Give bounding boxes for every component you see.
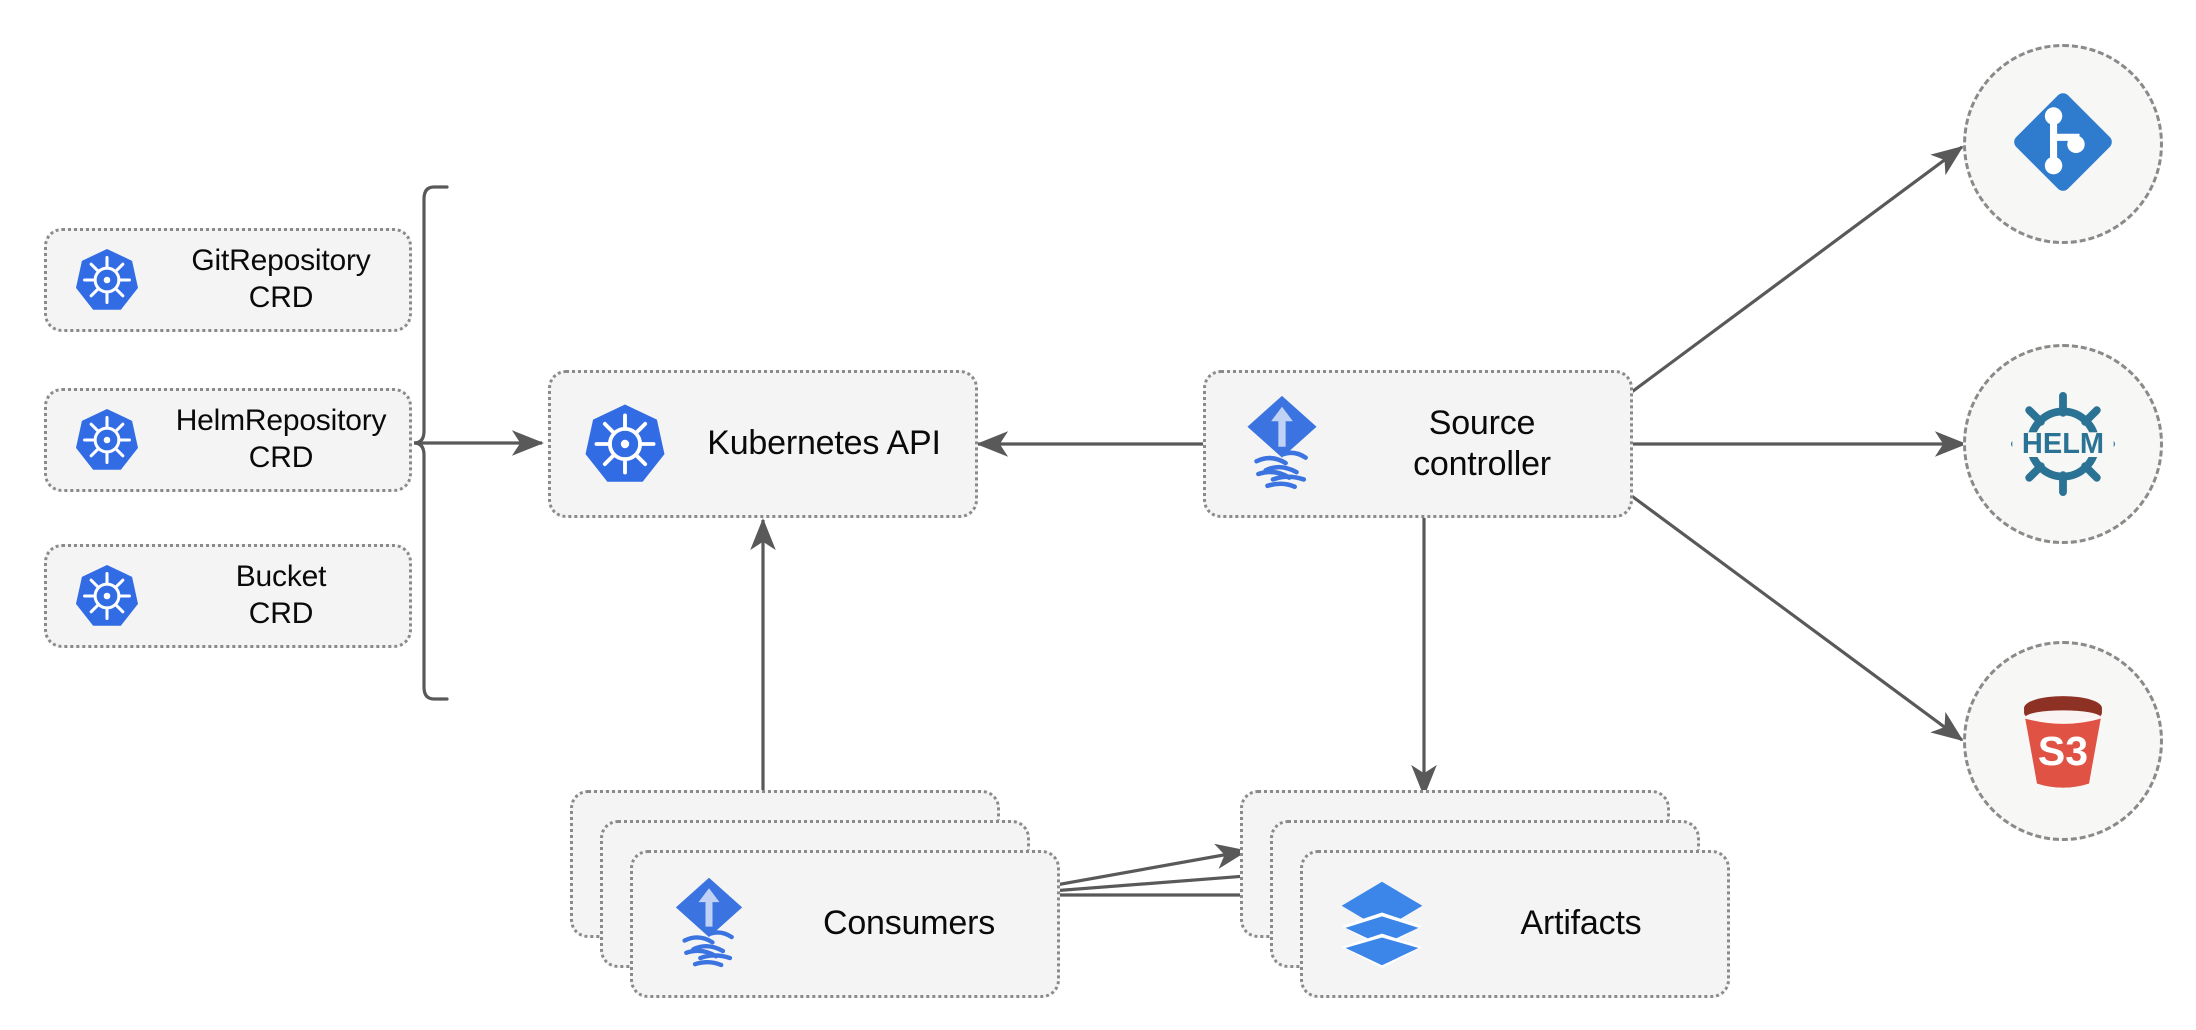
kubernetes-api-label: Kubernetes API [707,424,941,463]
kubernetes-icon [47,407,167,473]
crd-box-bucket[interactable]: Bucket CRD [44,544,412,648]
source-controller-label: Source controller [1413,403,1551,483]
git-icon [2004,83,2122,206]
flux-source-controller-icon [1230,394,1334,494]
external-source-git[interactable] [1963,44,2163,244]
s3-bucket-icon: S3 [2004,682,2122,800]
crd-box-helmrepository[interactable]: HelmRepository CRD [44,388,412,492]
consumers-node[interactable]: Consumers [630,850,1060,998]
helm-icon: HELM [1998,379,2128,509]
source-controller-node[interactable]: Source controller [1203,370,1633,518]
crd-label: GitRepository CRD [191,244,371,314]
external-source-s3[interactable]: S3 [1963,641,2163,841]
s3-label: S3 [2037,727,2089,774]
crd-box-gitrepository[interactable]: GitRepository CRD [44,228,412,332]
crd-label: HelmRepository CRD [175,404,387,474]
helm-label: HELM [2021,427,2105,460]
crd-label: Bucket CRD [235,560,327,630]
kubernetes-api-node[interactable]: Kubernetes API [548,370,978,518]
artifacts-node[interactable]: Artifacts [1300,850,1730,998]
external-source-helm[interactable]: HELM [1963,344,2163,544]
artifacts-label: Artifacts [1520,904,1642,943]
layers-icon [1329,876,1435,972]
kubernetes-icon [47,247,167,313]
kubernetes-icon [577,402,673,486]
kubernetes-icon [47,563,167,629]
consumers-label: Consumers [822,904,996,943]
flux-source-controller-icon [657,876,761,972]
